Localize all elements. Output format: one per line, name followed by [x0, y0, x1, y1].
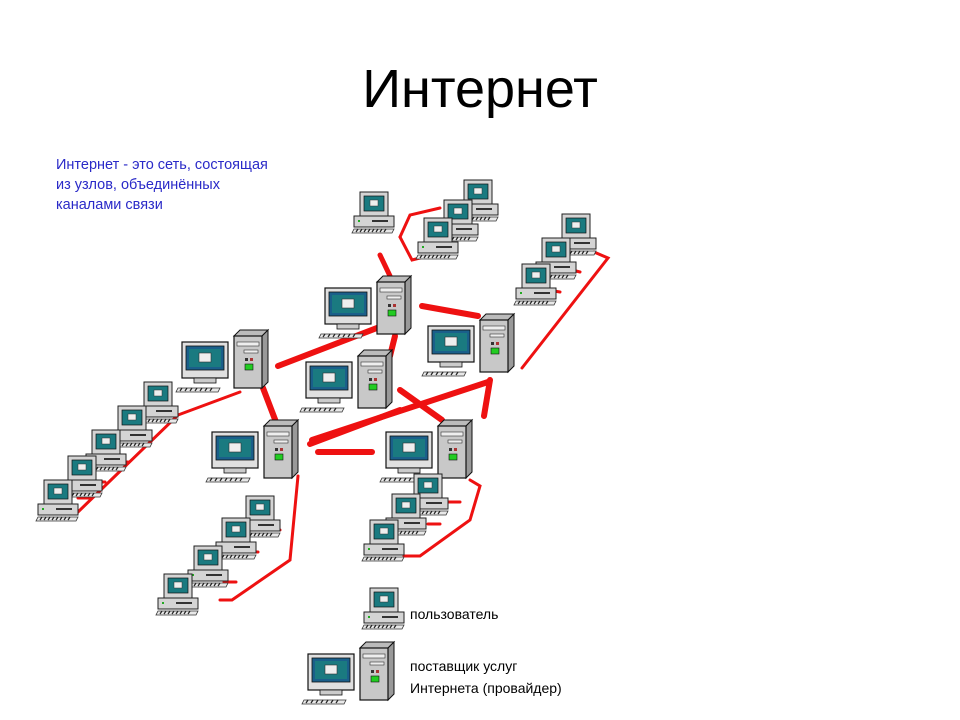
legend-provider-label-line2: Интернета (провайдер) — [410, 680, 562, 696]
user-node — [155, 573, 199, 616]
provider-node-lower-right — [379, 419, 473, 483]
provider-node-right — [421, 313, 515, 377]
description-text: Интернет - это сеть, состоящая из узлов,… — [56, 155, 268, 215]
slide-title: Интернет — [362, 59, 598, 119]
legend-provider-label-line1: поставщик услуг — [410, 658, 518, 674]
provider-node-top — [318, 275, 412, 339]
description-line-2: из узлов, объединённых — [56, 177, 220, 193]
description-line-1: Интернет - это сеть, состоящая — [56, 157, 268, 173]
legend-provider-icon — [301, 641, 395, 705]
user-node — [35, 479, 79, 522]
description-line-3: каналами связи — [56, 197, 163, 213]
user-node — [361, 519, 405, 562]
user-node — [351, 191, 395, 234]
user-node — [415, 217, 459, 260]
user-node — [513, 263, 557, 306]
legend-user-icon — [361, 587, 405, 630]
provider-node-left — [175, 329, 269, 393]
legend-user-label: пользователь — [410, 606, 499, 622]
provider-node-center — [299, 349, 393, 413]
provider-node-lower-left — [205, 419, 299, 483]
